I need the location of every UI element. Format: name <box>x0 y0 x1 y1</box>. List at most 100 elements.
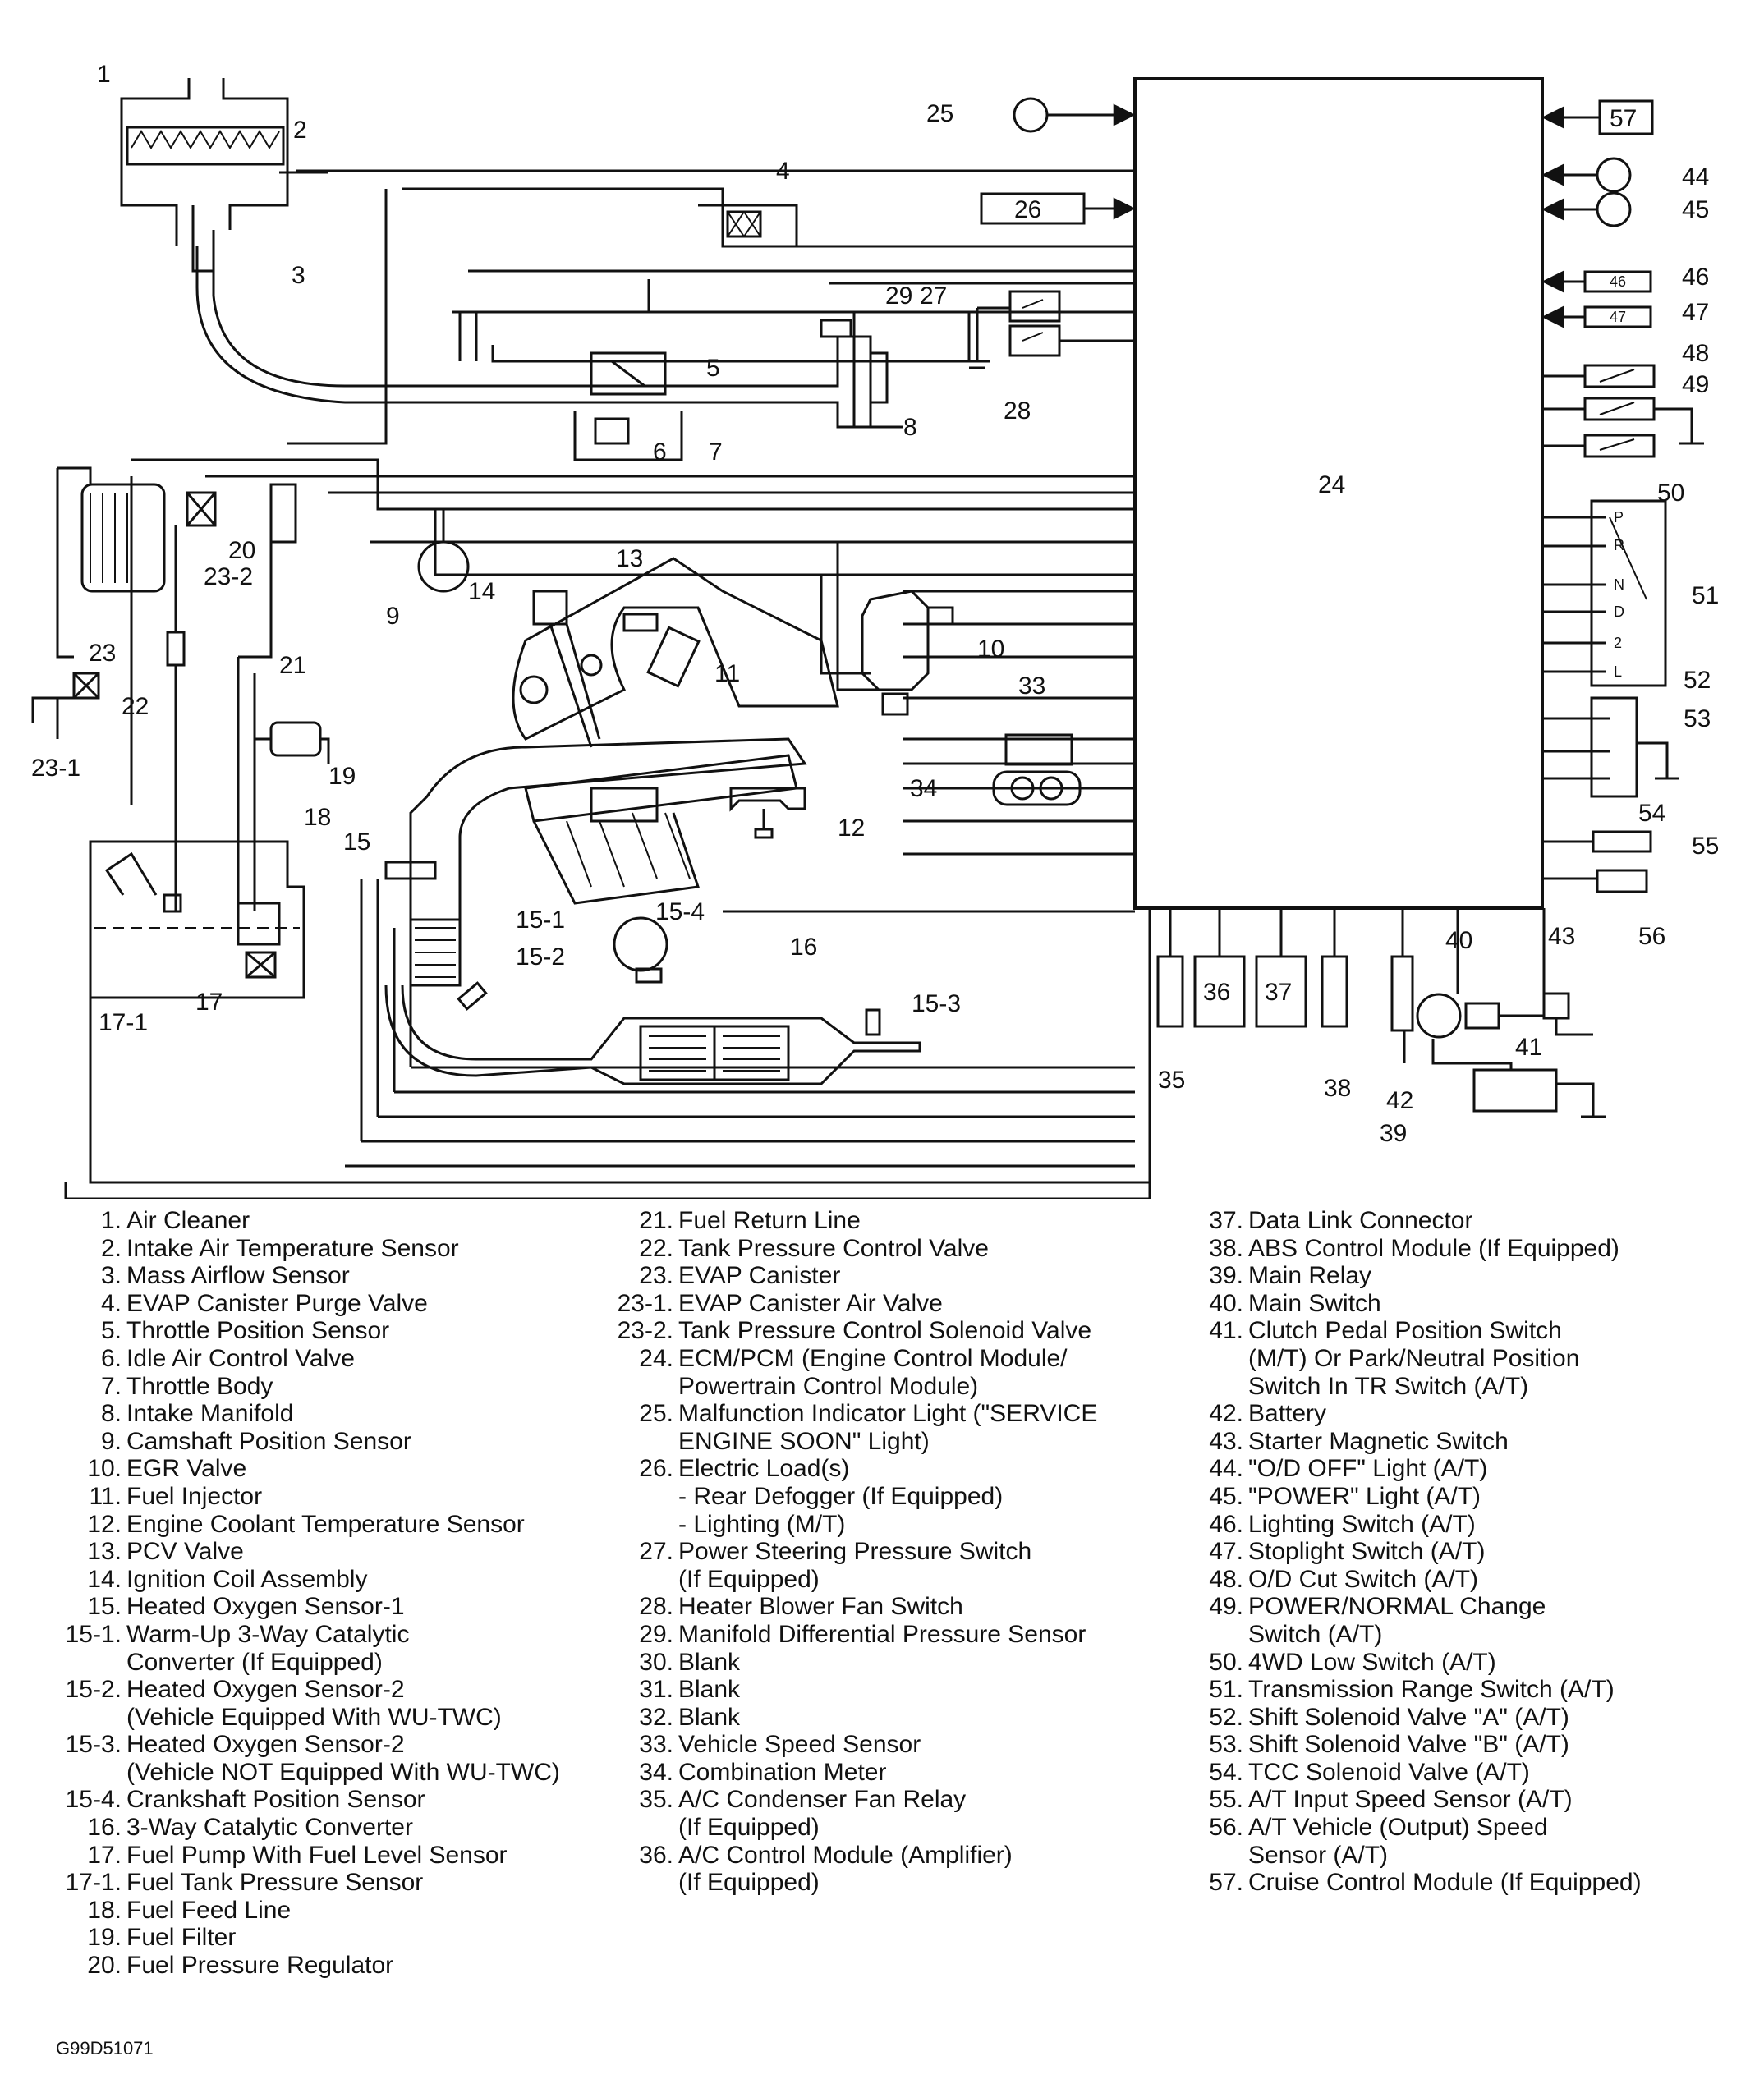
legend-item: 36.A/C Control Module (Amplifier) <box>598 1842 1097 1870</box>
legend-item: 42.Battery <box>1165 1400 1642 1428</box>
legend-item: 40.Main Switch <box>1165 1290 1642 1318</box>
legend-number: 14. <box>87 1565 122 1593</box>
abs-control-module <box>1321 955 1348 1028</box>
legend-text: Converter (If Equipped) <box>126 1648 383 1676</box>
legend-number <box>48 1649 126 1677</box>
fuel-pressure-regulator <box>269 483 297 544</box>
legend-item: 26.Electric Load(s) <box>598 1455 1097 1483</box>
power-steering-pressure-switch <box>1008 290 1061 323</box>
power-normal-change-switch <box>1583 397 1656 421</box>
legend-number: 25. <box>639 1400 673 1428</box>
legend-number: 15-2. <box>65 1676 122 1704</box>
callout-50: 50 <box>1657 480 1684 507</box>
legend-item: 9.Camshaft Position Sensor <box>48 1428 560 1456</box>
legend-number: 29. <box>639 1620 673 1648</box>
legend-item: (If Equipped) <box>598 1566 1097 1594</box>
at-input-speed-sensor <box>1592 830 1652 853</box>
callout-17: 17 <box>195 989 223 1016</box>
idle-air-control-valve <box>594 417 630 445</box>
legend-item: 23-1.EVAP Canister Air Valve <box>598 1290 1097 1318</box>
callout-35: 35 <box>1158 1067 1185 1094</box>
legend-number: 26. <box>639 1455 673 1483</box>
legend-item: 33.Vehicle Speed Sensor <box>598 1731 1097 1759</box>
legend-text: Intake Manifold <box>126 1400 294 1428</box>
legend-item: 15.Heated Oxygen Sensor-1 <box>48 1593 560 1621</box>
legend-number <box>598 1483 678 1511</box>
combination-meter <box>992 770 1082 806</box>
callout-39: 39 <box>1380 1120 1407 1147</box>
callout-52: 52 <box>1684 667 1711 694</box>
legend-item: 8.Intake Manifold <box>48 1400 560 1428</box>
legend-text: A/C Control Module (Amplifier) <box>678 1841 1013 1869</box>
legend-text: POWER/NORMAL Change <box>1248 1593 1546 1621</box>
legend-text: (M/T) Or Park/Neutral Position <box>1248 1344 1580 1372</box>
legend-item: 10.EGR Valve <box>48 1455 560 1483</box>
camshaft-position-sensor <box>417 540 470 593</box>
callout-46: 46 <box>1682 264 1709 291</box>
legend-number: 1. <box>100 1207 122 1234</box>
legend-text: Manifold Differential Pressure Sensor <box>678 1620 1086 1648</box>
callout-7: 7 <box>709 438 723 466</box>
callout-23-2: 23-2 <box>204 563 253 590</box>
legend-item: - Lighting (M/T) <box>598 1511 1097 1539</box>
legend-item: 31.Blank <box>598 1676 1097 1704</box>
legend-item: 7.Throttle Body <box>48 1373 560 1401</box>
box-label-26: 26 <box>1014 196 1041 223</box>
legend-text: Fuel Pressure Regulator <box>126 1952 394 1980</box>
legend-text: Ignition Coil Assembly <box>126 1565 368 1593</box>
callout-44: 44 <box>1682 163 1709 190</box>
ac-condenser-fan-relay <box>1156 955 1184 1028</box>
legend-text: Power Steering Pressure Switch <box>678 1538 1032 1566</box>
legend-text: Blank <box>678 1703 741 1731</box>
legend-text: ABS Control Module (If Equipped) <box>1248 1234 1619 1262</box>
legend-item: Powertrain Control Module) <box>598 1373 1097 1401</box>
legend-text: A/C Condenser Fan Relay <box>678 1786 967 1814</box>
legend-item: 54.TCC Solenoid Valve (A/T) <box>1165 1759 1642 1787</box>
engine-control-system-diagram: 24 <box>31 61 1719 1199</box>
legend-item: 32.Blank <box>598 1704 1097 1732</box>
legend-number <box>1165 1621 1248 1649</box>
fuel-injector <box>646 626 701 688</box>
legend-item: 3.Mass Airflow Sensor <box>48 1262 560 1290</box>
legend-item: 20.Fuel Pressure Regulator <box>48 1952 560 1980</box>
legend-item: 15-4.Crankshaft Position Sensor <box>48 1786 560 1814</box>
legend-text: Sensor (A/T) <box>1248 1841 1389 1869</box>
legend-text: EVAP Canister <box>678 1262 841 1290</box>
throttle-position-sensor <box>590 351 667 396</box>
callout-55: 55 <box>1692 833 1719 860</box>
legend-text: Stoplight Switch (A/T) <box>1248 1538 1486 1566</box>
legend-text: A/T Input Speed Sensor (A/T) <box>1248 1786 1573 1814</box>
legend-item: 18.Fuel Feed Line <box>48 1897 560 1925</box>
legend-text: Heated Oxygen Sensor-2 <box>126 1676 405 1704</box>
legend-text: Heater Blower Fan Switch <box>678 1593 963 1621</box>
legend-text: EGR Valve <box>126 1455 247 1483</box>
legend-text: EVAP Canister Purge Valve <box>126 1289 428 1317</box>
legend-number: 36. <box>639 1841 673 1869</box>
legend-number <box>48 1759 126 1787</box>
legend-number: 17-1. <box>65 1869 122 1897</box>
legend-text: Vehicle Speed Sensor <box>678 1731 921 1759</box>
legend-number: 23-2. <box>617 1317 673 1345</box>
clutch-pedal-position-switch <box>1464 1002 1500 1030</box>
legend-text: (If Equipped) <box>678 1565 820 1593</box>
callout-15: 15 <box>343 828 370 856</box>
legend-text: "O/D OFF" Light (A/T) <box>1248 1455 1488 1483</box>
evap-canister <box>80 483 166 593</box>
callout-4: 4 <box>776 158 790 185</box>
callout-14: 14 <box>468 578 495 605</box>
legend-item: (If Equipped) <box>598 1869 1097 1897</box>
legend-text: Fuel Tank Pressure Sensor <box>126 1869 424 1897</box>
trs-position-label: 2 <box>1614 635 1622 651</box>
legend-number: 20. <box>87 1952 122 1980</box>
legend-text: Combination Meter <box>678 1758 887 1786</box>
callout-6: 6 <box>653 438 667 466</box>
callout-38: 38 <box>1324 1075 1351 1102</box>
legend-number: 6. <box>100 1344 122 1372</box>
legend-number: 38. <box>1209 1234 1243 1262</box>
legend-item: 27.Power Steering Pressure Switch <box>598 1538 1097 1566</box>
legend-item: 34.Combination Meter <box>598 1759 1097 1787</box>
callout-2: 2 <box>293 117 307 144</box>
main-relay <box>1390 955 1414 1032</box>
